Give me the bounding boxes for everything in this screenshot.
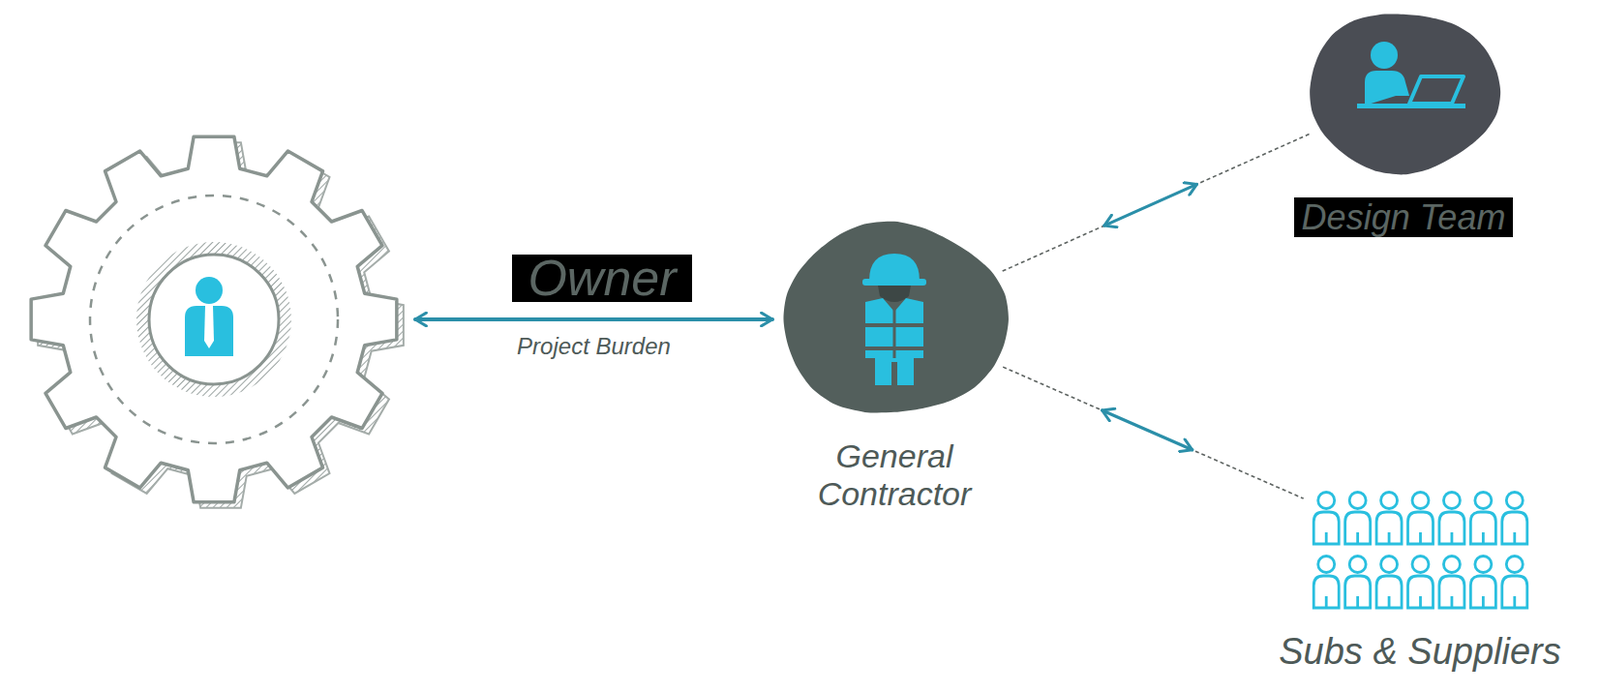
icon-body — [1364, 70, 1410, 106]
contractor-node: General Contractor — [780, 222, 1009, 417]
icon-tie — [204, 305, 214, 349]
person-outline — [1502, 492, 1528, 545]
owner-icon — [184, 276, 234, 357]
icon-head — [1370, 41, 1398, 69]
node-label: Subs & Suppliers — [1278, 631, 1562, 674]
worker-vest — [865, 298, 924, 386]
connector-arrow — [1104, 183, 1198, 226]
contractor-blob — [783, 221, 1008, 414]
node-label: Design Team — [1294, 197, 1514, 238]
connector-arrow — [415, 317, 773, 322]
connector — [1002, 133, 1312, 272]
dashed-connector — [1002, 133, 1312, 272]
subs-node: Subs & Suppliers — [1310, 489, 1531, 610]
hard-hat — [869, 253, 920, 281]
vest-zip — [893, 309, 897, 359]
connector — [415, 319, 773, 321]
node-label: General Contractor — [797, 437, 992, 514]
person-outline — [1502, 556, 1528, 609]
gear-outline — [30, 136, 397, 503]
person-outline — [1470, 492, 1496, 545]
person-outline — [1313, 492, 1339, 545]
dashed-connector — [1002, 366, 1304, 499]
connector — [1002, 366, 1304, 499]
designer-icon — [1357, 41, 1466, 109]
person-outline — [1345, 492, 1371, 545]
person-outline — [1345, 556, 1371, 609]
desk — [1357, 103, 1466, 109]
inner-ring — [149, 254, 279, 385]
person-outline — [1376, 492, 1402, 545]
node-shape — [20, 125, 408, 514]
design-blob — [1309, 14, 1501, 176]
person-outline — [1408, 492, 1434, 545]
person-outline — [1439, 556, 1465, 609]
owner-gear: Owner — [20, 125, 408, 514]
worker-icon — [862, 253, 927, 386]
icon-head — [195, 276, 223, 304]
edge-label: Project Burden — [513, 332, 675, 361]
laptop — [1409, 76, 1464, 104]
owner-label: Owner — [512, 254, 692, 302]
node-shape — [780, 222, 1009, 417]
node-shape — [1310, 489, 1531, 610]
connector-arrow — [1102, 410, 1193, 451]
person-outline — [1313, 556, 1339, 609]
person-outline — [1408, 556, 1434, 609]
design-node: Design Team — [1306, 10, 1501, 174]
hat-brim — [862, 278, 927, 286]
node-shape — [1306, 10, 1501, 174]
icon-body — [184, 305, 234, 357]
person-outline — [1470, 556, 1496, 609]
person-outline — [1376, 556, 1402, 609]
hatched-ring — [142, 247, 286, 392]
person-outline — [1439, 492, 1465, 545]
dashed-ring — [90, 195, 338, 444]
